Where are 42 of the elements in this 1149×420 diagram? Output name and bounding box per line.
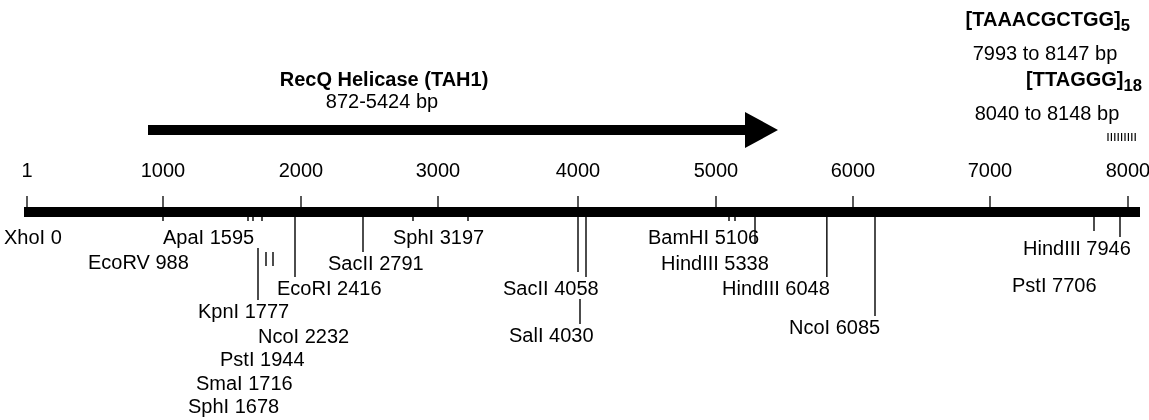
scale-tick-label: 3000 xyxy=(415,159,461,181)
leader-line xyxy=(1119,216,1121,238)
restriction-site-label: PstI 7706 xyxy=(1012,274,1097,296)
restriction-site-label: SphI 3197 xyxy=(393,226,485,248)
leader-line xyxy=(257,247,259,301)
restriction-site-label: NcoI 6085 xyxy=(789,316,881,338)
scale-tick-label: 4000 xyxy=(555,159,601,181)
scale-tick-label: 2000 xyxy=(278,159,324,181)
position-text: 872-5424 bp xyxy=(325,90,439,112)
scale-tick-label: 8000 xyxy=(1105,159,1149,181)
restriction-site-label: EcoRV 988 xyxy=(88,251,189,273)
scale-tick-label: 1 xyxy=(21,159,33,181)
dna-bar xyxy=(24,207,1140,217)
leader-line xyxy=(874,216,876,317)
restriction-site-label: ApaI 1595 xyxy=(163,226,255,248)
heading-text: [TAAACGCTGG]$_{5}$ xyxy=(965,8,1130,37)
restriction-site-label: EcoRI 2416 xyxy=(277,277,382,299)
restriction-site-label: SphI 1678 xyxy=(188,395,280,417)
position-text: 7993 to 8147 bp xyxy=(972,42,1118,64)
heading-text: RecQ Helicase (TAH1) xyxy=(279,68,489,90)
scale-tick-label: 6000 xyxy=(830,159,876,181)
leader-line xyxy=(294,216,296,278)
scale-tick-label: 1000 xyxy=(140,159,186,181)
restriction-site-label: HindIII 5338 xyxy=(661,252,769,274)
leader-line xyxy=(362,216,364,253)
restriction-site-label: NcoI 2232 xyxy=(258,325,350,347)
restriction-site-label: SalI 4030 xyxy=(509,324,594,346)
heading-text: [TTAGGG]$_{18}$ xyxy=(1026,68,1142,97)
leader-line xyxy=(585,216,587,278)
restriction-site-label: SmaI 1716 xyxy=(196,372,293,394)
leader-line xyxy=(579,298,581,325)
restriction-site-label: PstI 1944 xyxy=(220,348,305,370)
restriction-site-label: KpnI 1777 xyxy=(198,300,290,322)
position-text: 8040 to 8148 bp xyxy=(974,102,1120,124)
restriction-site-label: HindIII 7946 xyxy=(1023,237,1131,259)
scale-tick-label: 7000 xyxy=(967,159,1013,181)
restriction-site-label: HindIII 6048 xyxy=(722,277,830,299)
scale-tick-label: 5000 xyxy=(693,159,739,181)
restriction-site-label: SacII 2791 xyxy=(328,252,424,274)
restriction-site-label: XhoI 0 xyxy=(4,226,62,248)
leader-line xyxy=(826,216,828,278)
restriction-site-label: SacII 4058 xyxy=(503,277,599,299)
